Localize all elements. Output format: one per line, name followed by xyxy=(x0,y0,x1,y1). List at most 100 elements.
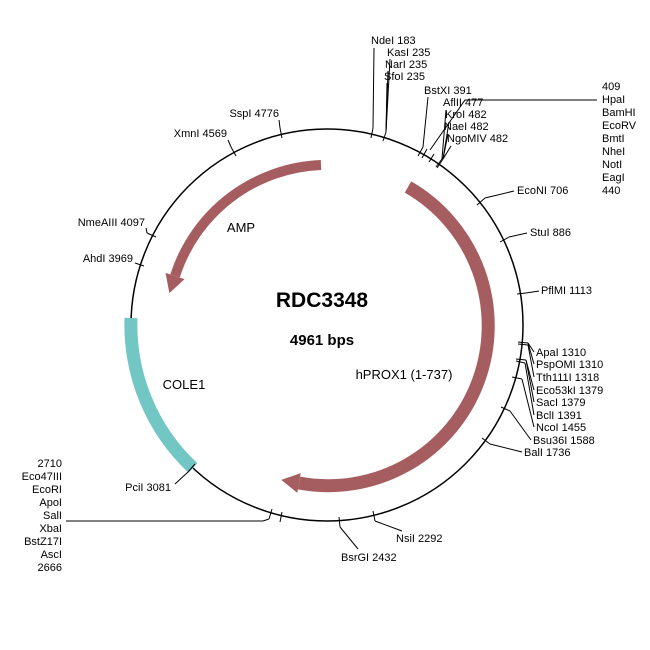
site-label: SspI 4776 xyxy=(229,108,279,120)
site-label: EcoNI 706 xyxy=(517,185,568,197)
site-label: NgoMIV 482 xyxy=(447,133,508,145)
site-tick xyxy=(134,262,145,267)
site-tick xyxy=(516,292,527,295)
plasmid-title: RDC3348 xyxy=(276,289,369,312)
site-ticks xyxy=(134,127,529,528)
leader-line xyxy=(509,410,532,441)
site-tick xyxy=(146,232,157,238)
leader-line xyxy=(442,145,452,160)
site-label: StuI 886 xyxy=(530,227,571,239)
site-label: PciI 3081 xyxy=(125,482,171,494)
site-label: PflMI 1113 xyxy=(541,285,592,297)
site-tick xyxy=(515,358,527,361)
cole1-feature-label: COLE1 xyxy=(163,377,206,392)
site-tick xyxy=(511,376,523,380)
site-label: KasI 235 xyxy=(387,47,430,59)
leader-line xyxy=(374,520,403,532)
leader-line xyxy=(441,109,447,160)
leader-line xyxy=(145,227,148,234)
mcs-block-bottom-left: 2710 Eco47III EcoRI ApoI SalI XbaI BstZ1… xyxy=(22,458,62,574)
leader-line xyxy=(525,359,535,403)
site-tick xyxy=(481,437,491,445)
site-label: Bsu36I 1588 xyxy=(533,435,595,447)
site-tick xyxy=(279,511,283,523)
site-label: BsrGI 2432 xyxy=(341,552,397,564)
site-tick xyxy=(417,146,424,157)
site-label: NdeI 183 xyxy=(371,35,416,47)
leader-line xyxy=(484,190,515,199)
site-tick xyxy=(517,341,529,344)
site-labels: NdeI 183 KasI 235 NarI 235 SfoI 235 BstX… xyxy=(78,35,604,564)
mcs-label: 2710 xyxy=(38,458,62,470)
leader-line xyxy=(525,290,540,294)
site-label: Eco53kI 1379 xyxy=(536,385,603,397)
site-tick xyxy=(279,127,283,139)
site-tick xyxy=(382,131,387,142)
leader-line xyxy=(227,139,232,148)
mcs-label: 440 xyxy=(602,185,620,197)
mcs-label: NheI xyxy=(602,146,625,158)
hprox1-arrowhead-icon xyxy=(281,473,301,493)
site-label: NsiI 2292 xyxy=(396,533,442,545)
site-tick xyxy=(517,343,529,346)
mcs-label: Eco47III xyxy=(22,471,62,483)
mcs-label: SalI xyxy=(43,510,62,522)
site-label: NarI 235 xyxy=(385,59,427,71)
amp-arc xyxy=(170,160,322,278)
site-tick xyxy=(499,236,510,243)
site-tick xyxy=(500,406,511,412)
site-label: XmnI 4569 xyxy=(174,128,227,140)
leader-bracket-top-right xyxy=(429,99,597,151)
hprox1-feature-label: hPROX1 (1-737) xyxy=(356,367,453,382)
mcs-label: EagI xyxy=(602,172,625,184)
mcs-label: HpaI xyxy=(602,94,625,106)
leader-line xyxy=(524,362,535,416)
site-label: BalI 1736 xyxy=(524,447,570,459)
site-label: BstXI 391 xyxy=(424,85,472,97)
site-label: AflII 477 xyxy=(443,97,483,109)
site-tick xyxy=(476,197,486,206)
hprox1-arc xyxy=(297,181,495,493)
leader-line xyxy=(508,232,528,238)
mcs-label: 409 xyxy=(602,81,620,93)
site-label: NcoI 1455 xyxy=(536,422,586,434)
mcs-label: NotI xyxy=(602,159,622,171)
mcs-label: XbaI xyxy=(39,523,62,535)
leader-line xyxy=(527,344,535,378)
amp-arrowhead-icon xyxy=(165,272,185,294)
leader-line xyxy=(174,471,189,485)
site-label: SacI 1379 xyxy=(536,397,586,409)
site-tick xyxy=(428,153,435,163)
mcs-label: 2666 xyxy=(38,562,62,574)
site-label: AhdI 3969 xyxy=(83,253,133,265)
site-label: NmeAIII 4097 xyxy=(78,217,145,229)
leader-line xyxy=(278,119,281,129)
leader-bracket-bottom-left xyxy=(66,518,270,522)
site-tick xyxy=(230,146,237,157)
mcs-label: BmtI xyxy=(602,133,625,145)
site-tick xyxy=(435,158,443,168)
mcs-label: BstZ17I xyxy=(24,536,62,548)
site-label: NaeI 482 xyxy=(444,121,489,133)
cole1-feature-arc xyxy=(124,317,198,473)
site-tick xyxy=(372,510,376,522)
site-tick xyxy=(370,127,374,139)
mcs-label: AscI xyxy=(41,549,62,561)
leader-line xyxy=(422,96,429,148)
leader-line xyxy=(442,133,449,160)
mcs-label: ApoI xyxy=(39,497,62,509)
mcs-block-top-right: 409 HpaI BamHI EcoRV BmtI NheI NotI EagI… xyxy=(602,81,637,197)
plasmid-size: 4961 bps xyxy=(290,332,354,349)
leader-line xyxy=(339,526,359,550)
amp-feature-label: AMP xyxy=(227,220,255,235)
site-label: PspOMI 1310 xyxy=(536,359,603,371)
site-label: KroI 482 xyxy=(445,109,487,121)
site-label: BclI 1391 xyxy=(536,410,582,422)
site-label: ApaI 1310 xyxy=(536,347,586,359)
mcs-label: EcoRV xyxy=(602,120,637,132)
site-tick xyxy=(338,516,341,528)
leader-line xyxy=(372,47,375,129)
site-tick xyxy=(268,508,273,520)
